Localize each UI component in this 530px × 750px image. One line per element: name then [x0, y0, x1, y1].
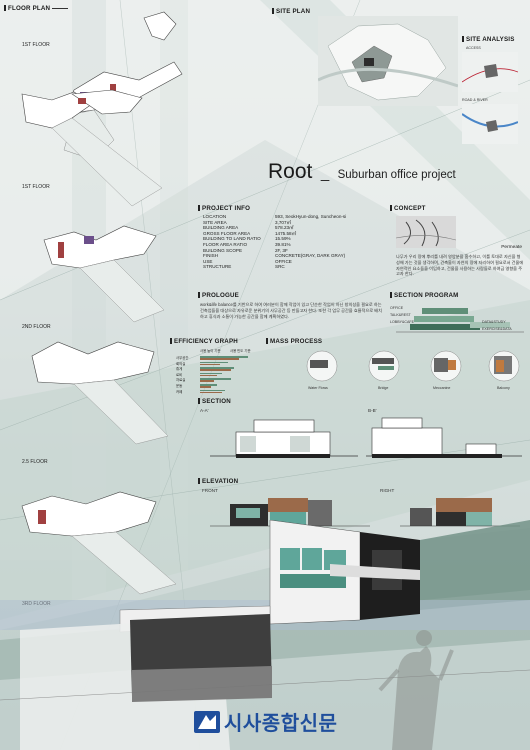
- floor-plan-2-5: [31, 341, 169, 445]
- floor-plan-1st-b: [21, 89, 163, 207]
- efficiency-bar-b: [200, 391, 223, 394]
- efficiency-bar-a: [200, 384, 217, 386]
- floor-label-2: 1ST FLOOR: [22, 184, 50, 190]
- prologue-text: work&life balance를 기반으로 하여 여러분이 함께 작업이 있…: [200, 302, 382, 319]
- efficiency-bar-b: [200, 369, 231, 371]
- concept-text: 나무가 우리 땅에 뿌리를 내려 영양분을 흡수하고, 이를 토대로 자신을 형…: [396, 254, 524, 277]
- section-program-header: SECTION PROGRAM: [390, 292, 459, 299]
- efficiency-legend-b: 사용 빈도 기준: [230, 349, 251, 353]
- section-aa-drawing: [210, 419, 358, 458]
- floor-label-1: 1ST FLOOR: [22, 42, 50, 48]
- concept-image: [396, 216, 456, 248]
- efficiency-row-label: 운동: [176, 384, 183, 388]
- floor-label-3: 2ND FLOOR: [22, 324, 51, 330]
- efficiency-bar-a: [200, 361, 228, 364]
- project-info-header: PROJECT INFO: [198, 205, 250, 212]
- program-label-data: DATA&STUDY: [482, 320, 506, 324]
- mass-label-water: Water Flows: [308, 386, 328, 390]
- efficiency-legend-a: 사용 높이 기준: [200, 349, 221, 353]
- efficiency-row-label: 사무공간: [176, 356, 189, 360]
- publisher-logo: 시사종합신문: [194, 707, 337, 736]
- efficiency-bar-b: [200, 358, 240, 360]
- site-analysis-road-label: ROAD & RIVER: [462, 98, 488, 102]
- concept-header: CONCEPT: [390, 205, 426, 212]
- publisher-name: 시사종합신문: [224, 713, 338, 735]
- floor-plan-3rd: [21, 491, 177, 595]
- program-label-talkrest: TALK&REST: [390, 313, 411, 317]
- elevation-front-drawing: [210, 498, 370, 527]
- efficiency-row-label: 회의실: [176, 361, 186, 366]
- concept-caption: Permeate: [501, 245, 522, 250]
- efficiency-row-label: 카페: [176, 389, 183, 394]
- efficiency-bar-b: [200, 363, 220, 366]
- publisher-mark-icon: [194, 710, 220, 733]
- efficiency-bar-b: [200, 374, 217, 377]
- site-analysis-road-map: [462, 104, 518, 144]
- elevation-header: ELEVATION: [198, 478, 238, 485]
- mass-label-meccanine: Meccanine: [433, 386, 451, 390]
- efficiency-bar-a: [200, 356, 248, 358]
- elevation-label-front: FRONT: [202, 488, 218, 493]
- floor-label-4: 2.5 FLOOR: [22, 459, 48, 465]
- efficiency-graph-header: EFFICIENCY GRAPH: [170, 338, 238, 345]
- mass-label-balcony: Balcony: [497, 386, 510, 390]
- site-analysis-header: SITE ANALYSIS: [462, 36, 515, 43]
- program-label-exercise: EXERCISE&DATA: [482, 327, 512, 331]
- floor-plan-header: FLOOR PLAN: [4, 5, 50, 12]
- site-plan-map: [318, 16, 458, 106]
- section-label-bb: B-B': [368, 408, 377, 413]
- section-label-aa: A-A': [200, 408, 209, 413]
- title-separator: _: [320, 165, 330, 182]
- mass-label-bridge: Bridge: [378, 386, 389, 390]
- site-analysis-access-map: [462, 52, 518, 92]
- prologue-header: PROLOGUE: [198, 292, 239, 299]
- title-main: Root: [268, 160, 313, 183]
- elevation-right-drawing: [400, 498, 520, 527]
- efficiency-bar-a: [200, 372, 223, 375]
- efficiency-row-label: 자료실: [176, 378, 186, 383]
- section-bb-drawing: [366, 417, 522, 458]
- section-header: SECTION: [198, 398, 231, 405]
- section-program-diagram: [396, 308, 524, 333]
- mass-process-diagrams: [306, 350, 520, 382]
- project-title: Root _ Suburban office project: [268, 160, 456, 184]
- elevation-label-right: RIGHT: [380, 488, 395, 493]
- efficiency-row-label: 휴게: [176, 367, 183, 372]
- efficiency-row-label: 로비: [176, 372, 183, 377]
- mass-process-header: MASS PROCESS: [266, 338, 322, 345]
- site-plan-header: SITE PLAN: [272, 8, 310, 15]
- perspective-render: [0, 520, 530, 750]
- scale-bar: [52, 8, 68, 9]
- program-label-office: OFFICE: [390, 306, 404, 310]
- floor-plan-2nd: [43, 225, 165, 323]
- efficiency-bar-a: [200, 378, 231, 380]
- efficiency-bar-b: [200, 380, 214, 382]
- site-analysis-access-label: ACCESS: [466, 46, 481, 50]
- efficiency-bar-a: [200, 389, 226, 392]
- efficiency-bar-b: [200, 386, 212, 388]
- efficiency-bar-a: [200, 367, 234, 369]
- program-label-lobby: LOBBY&CAFE: [390, 320, 414, 324]
- title-sub: Suburban office project: [337, 169, 456, 181]
